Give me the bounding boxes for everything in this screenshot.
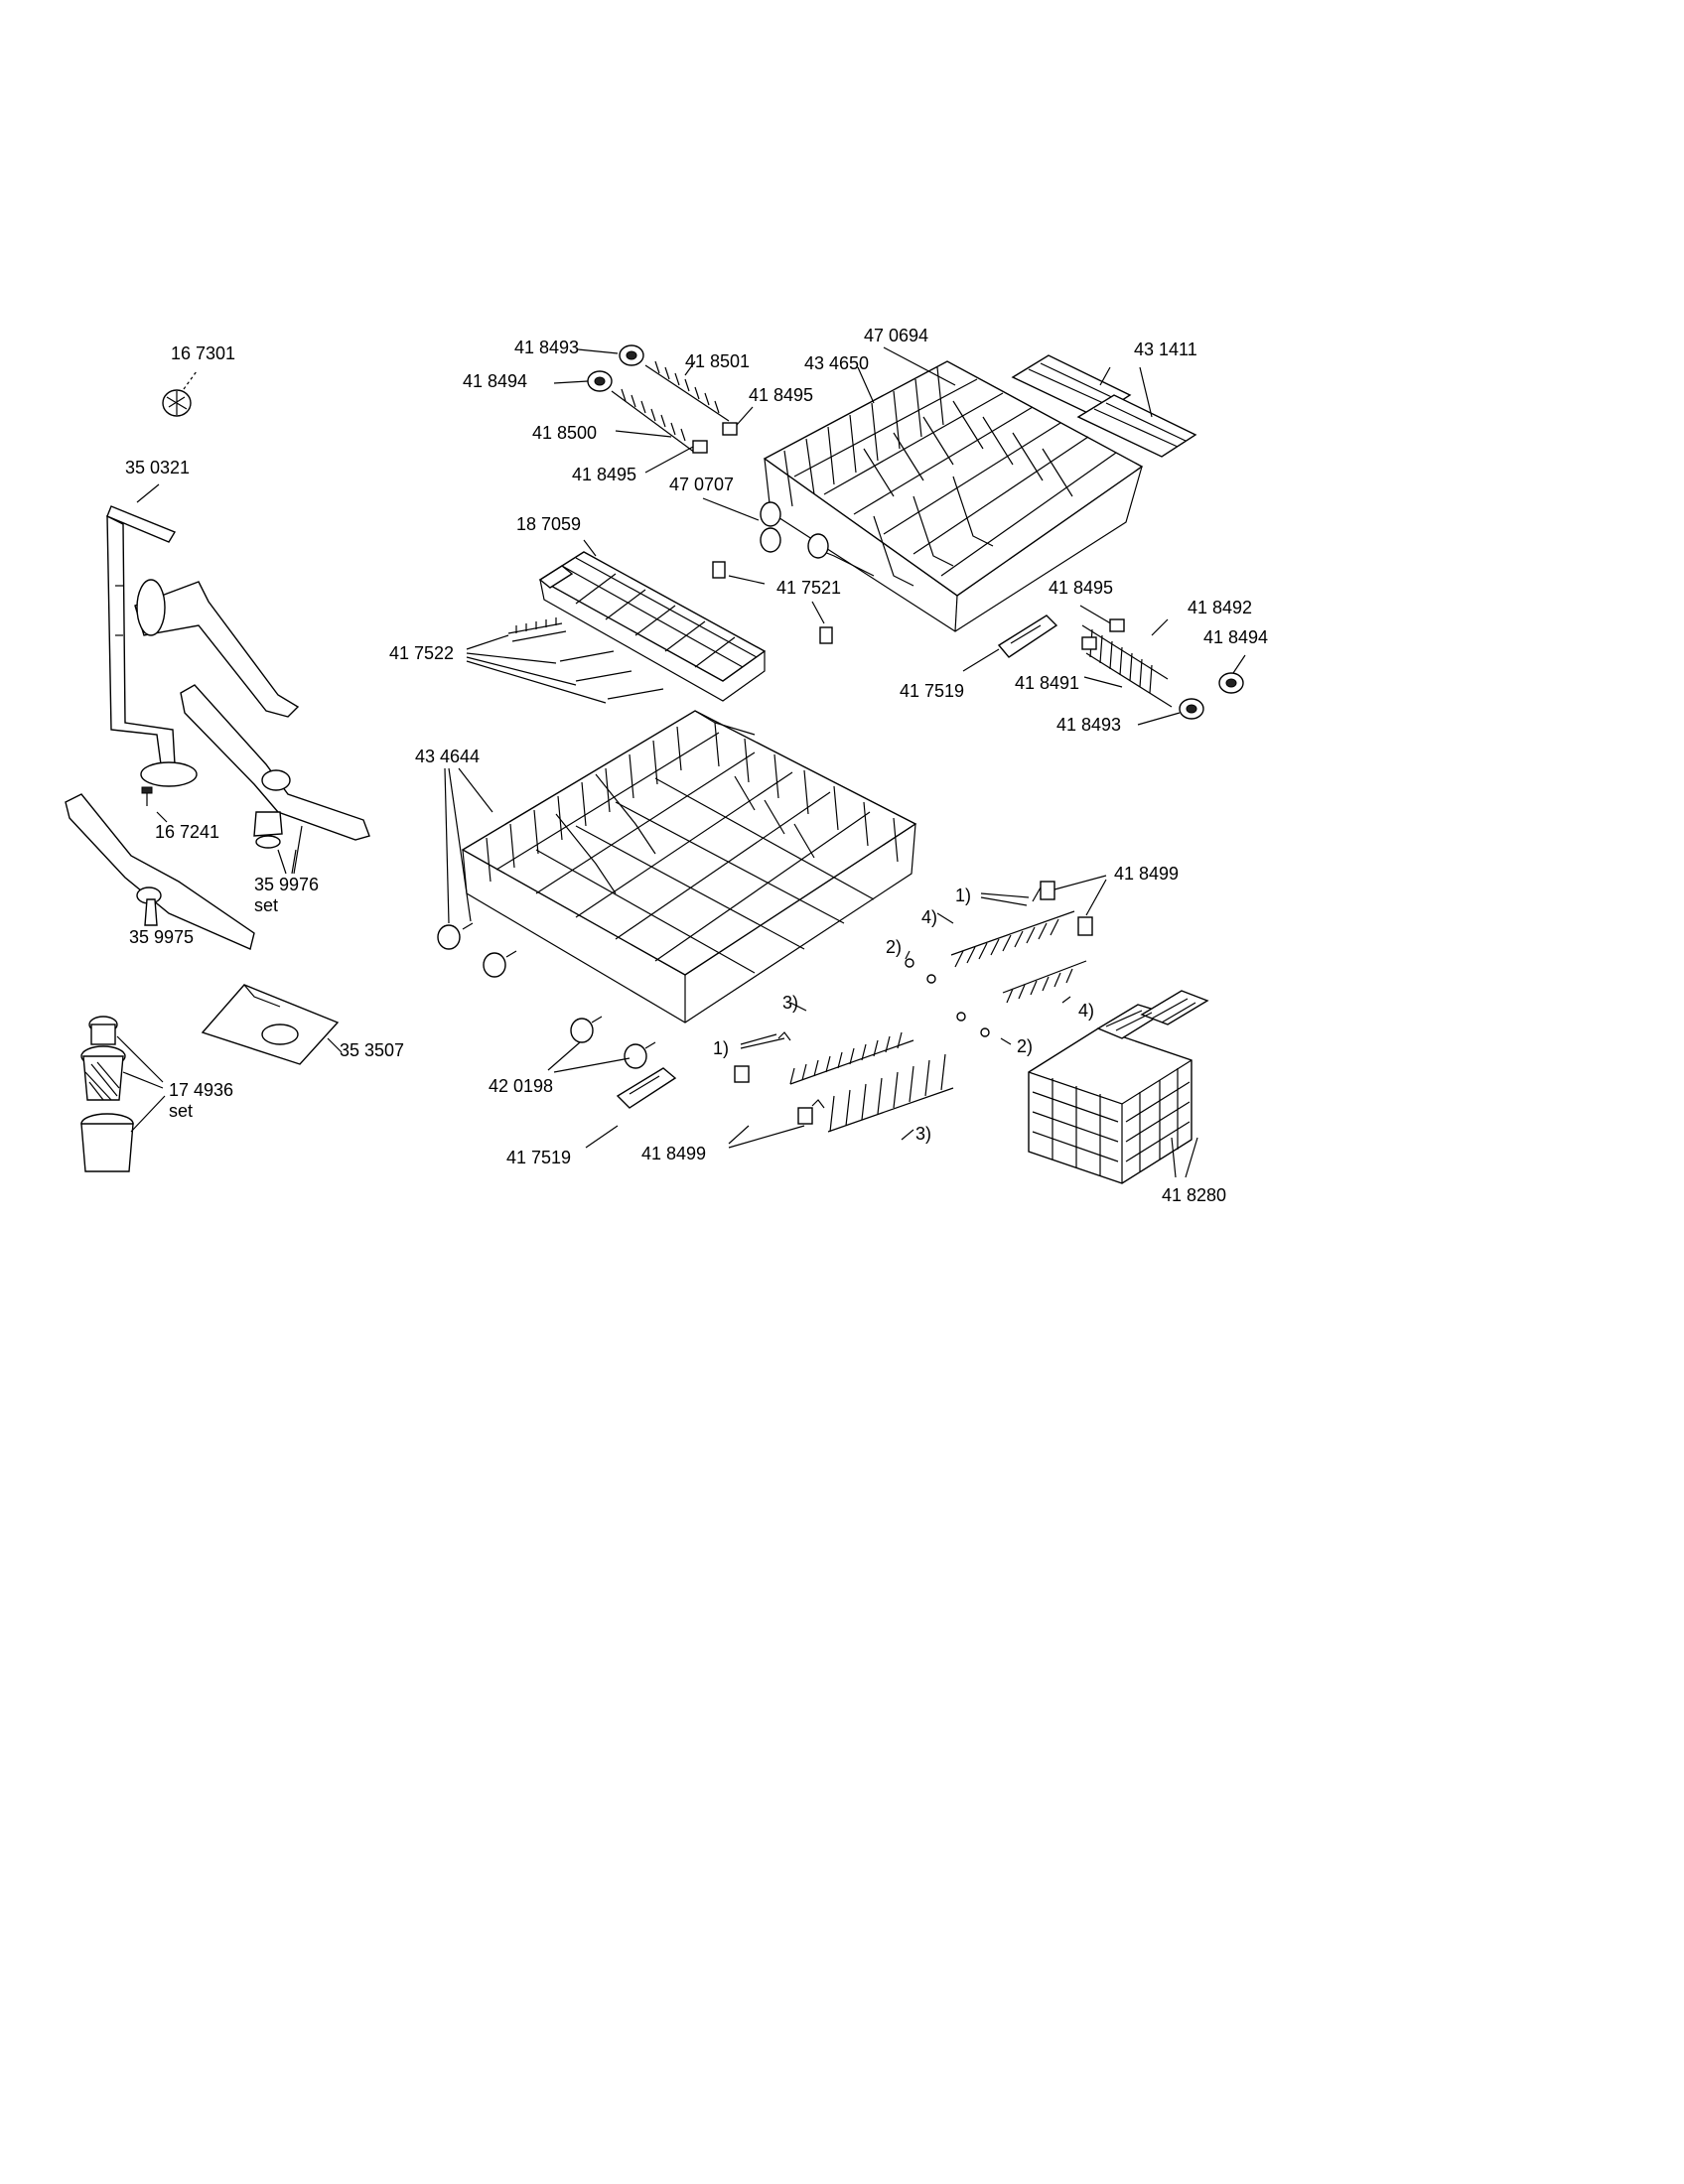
label-17-4936: 17 4936 bbox=[169, 1080, 233, 1100]
label-43-4644: 43 4644 bbox=[415, 747, 480, 766]
label-41-8499-upper: 41 8499 bbox=[1114, 864, 1179, 884]
handle-417519-upper bbox=[997, 614, 1058, 658]
filter-set-174936 bbox=[80, 1016, 134, 1172]
note-4-upper: 4) bbox=[921, 907, 937, 927]
label-43-1411: 43 1411 bbox=[1134, 340, 1197, 359]
rack-wheel-418493-right bbox=[1179, 698, 1204, 720]
cup-shelf-418501 bbox=[644, 360, 730, 422]
clip-418499-upper bbox=[1040, 881, 1093, 936]
label-16-7301: 16 7301 bbox=[171, 343, 235, 363]
label-41-8491: 41 8491 bbox=[1015, 673, 1079, 693]
label-35-3507: 35 3507 bbox=[340, 1040, 404, 1060]
label-42-0198: 42 0198 bbox=[489, 1076, 553, 1096]
clip-417521 bbox=[712, 561, 833, 644]
label-41-8501: 41 8501 bbox=[685, 351, 750, 371]
label-41-8494-right: 41 8494 bbox=[1203, 627, 1268, 647]
label-41-7519-upper: 41 7519 bbox=[900, 681, 964, 701]
label-47-0707: 47 0707 bbox=[669, 475, 734, 494]
cutlery-basket-418280 bbox=[1028, 990, 1209, 1184]
label-35-0321: 35 0321 bbox=[125, 458, 190, 478]
label-41-8495-c: 41 8495 bbox=[1049, 578, 1113, 598]
label-35-9976: 35 9976 bbox=[254, 875, 319, 894]
cup-shelf-418500 bbox=[611, 388, 696, 454]
lower-rack-434644 bbox=[437, 710, 917, 1069]
label-41-8492: 41 8492 bbox=[1188, 598, 1252, 617]
note-3-lower: 3) bbox=[915, 1124, 931, 1144]
upper-spray-arm-359976 bbox=[180, 684, 370, 849]
screw-167241 bbox=[141, 786, 153, 806]
label-43-4650: 43 4650 bbox=[804, 353, 869, 373]
label-41-8500: 41 8500 bbox=[532, 423, 597, 443]
spray-nozzle-167301 bbox=[162, 389, 192, 417]
cup-rack-431411 bbox=[1011, 354, 1197, 458]
folding-tine-row-4-upper bbox=[950, 910, 1075, 968]
label-41-8499-lower: 41 8499 bbox=[641, 1144, 706, 1163]
label-41-7522: 41 7522 bbox=[389, 643, 454, 663]
note-3-upper: 3) bbox=[782, 993, 798, 1013]
rack-wheel-418494-right bbox=[1218, 672, 1244, 694]
label-41-7519-lower: 41 7519 bbox=[506, 1148, 571, 1167]
label-41-8493-right: 41 8493 bbox=[1056, 715, 1121, 735]
label-18-7059: 18 7059 bbox=[516, 514, 581, 534]
supply-pipe-350321 bbox=[106, 505, 300, 787]
label-41-7521: 41 7521 bbox=[776, 578, 841, 598]
clip-418499-lower bbox=[734, 1065, 813, 1125]
folding-tine-rows-3 bbox=[789, 1031, 954, 1133]
rack-wheel-418494-top bbox=[587, 370, 613, 392]
note-1-lower: 1) bbox=[713, 1038, 729, 1058]
label-41-8493-top: 41 8493 bbox=[514, 338, 579, 357]
label-41-8280: 41 8280 bbox=[1162, 1185, 1226, 1205]
folding-spikes-417522 bbox=[507, 617, 664, 700]
rack-pin-1 bbox=[777, 1031, 825, 1109]
sump-cover-353507 bbox=[201, 984, 340, 1065]
note-1-upper: 1) bbox=[955, 886, 971, 905]
handle-417519-lower bbox=[616, 1067, 677, 1109]
lower-spray-arm-359975 bbox=[65, 793, 255, 950]
label-41-8495-a: 41 8495 bbox=[749, 385, 813, 405]
rack-pins-2 bbox=[905, 958, 990, 1037]
note-4-lower: 4) bbox=[1078, 1001, 1094, 1021]
folding-tine-row-4-lower bbox=[1002, 960, 1087, 1004]
upper-rack-434650 bbox=[760, 360, 1144, 632]
label-41-8495-b: 41 8495 bbox=[572, 465, 636, 484]
rack-wheel-418493-top bbox=[619, 344, 644, 366]
label-35-9976-set: set bbox=[254, 895, 278, 915]
clip-418495-right bbox=[1081, 618, 1125, 650]
note-2-lower: 2) bbox=[1017, 1036, 1033, 1056]
label-35-9975: 35 9975 bbox=[129, 927, 194, 947]
label-41-8494-top: 41 8494 bbox=[463, 371, 527, 391]
label-17-4936-set: set bbox=[169, 1101, 193, 1121]
label-16-7241: 16 7241 bbox=[155, 822, 219, 842]
clip-418495-upper bbox=[692, 422, 738, 454]
label-47-0694: 47 0694 bbox=[864, 326, 928, 345]
note-2-upper: 2) bbox=[886, 937, 902, 957]
drawer-rack-187059 bbox=[538, 551, 767, 702]
